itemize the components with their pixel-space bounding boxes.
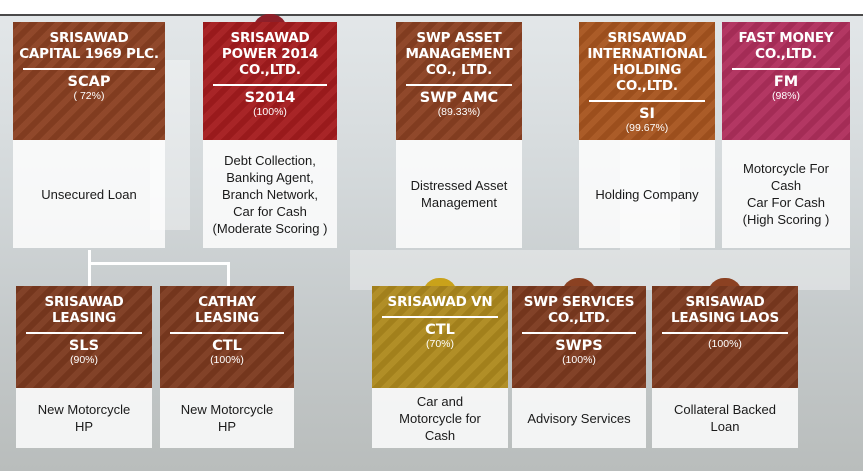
card-header: SRISAWAD POWER 2014 CO.,LTD. S2014 (100%…: [203, 22, 337, 140]
card-header: SWP SERVICES CO.,LTD. SWPS (100%): [512, 286, 646, 388]
company-abbr: FM: [773, 74, 799, 90]
divider: [406, 84, 512, 86]
business-description: Car and Motorcycle for Cash: [399, 393, 481, 443]
company-abbr: CTL: [212, 338, 242, 354]
ownership-percent: (100%): [562, 354, 596, 366]
ownership-percent: (98%): [771, 90, 800, 102]
company-abbr: SI: [639, 106, 655, 122]
connector-drop-sls: [88, 262, 91, 286]
ownership-percent: (90%): [69, 354, 98, 366]
company-name: SRISAWAD VN: [387, 294, 493, 310]
company-abbr: SWP AMC: [419, 90, 499, 106]
company-card-s2014[interactable]: SRISAWAD POWER 2014 CO.,LTD. S2014 (100%…: [203, 14, 337, 248]
card-header: FAST MONEY CO.,LTD. FM (98%): [722, 22, 850, 140]
ownership-percent: (70%): [425, 338, 454, 350]
business-description: Advisory Services: [527, 410, 631, 426]
ownership-percent: (89.33%): [437, 106, 481, 118]
business-description: New Motorcycle HP: [180, 402, 274, 434]
company-abbr: SWPS: [555, 338, 603, 354]
ownership-percent: ( 72%): [73, 90, 105, 102]
company-card-laos[interactable]: SRISAWAD LEASING LAOS (100%) Collateral …: [652, 278, 798, 448]
company-card-si[interactable]: SRISAWAD INTERNATIONAL HOLDING CO.,LTD. …: [579, 22, 715, 248]
card-header: SWP ASSET MANAGEMENT CO., LTD. SWP AMC (…: [396, 22, 522, 140]
company-name: SWP SERVICES CO.,LTD.: [523, 294, 635, 326]
card-header: SRISAWAD INTERNATIONAL HOLDING CO.,LTD. …: [579, 22, 715, 140]
company-name: CATHAY LEASING: [195, 294, 259, 326]
company-card-fm[interactable]: FAST MONEY CO.,LTD. FM (98%) Motorcycle …: [722, 22, 850, 248]
company-card-swps[interactable]: SWP SERVICES CO.,LTD. SWPS (100%) Adviso…: [512, 278, 646, 448]
divider: [26, 332, 142, 334]
business-description: Distressed Asset Management: [410, 178, 508, 210]
business-description: New Motorcycle HP: [37, 402, 131, 434]
divider: [382, 316, 498, 318]
company-name: SRISAWAD LEASING LAOS: [671, 294, 779, 326]
company-name: SRISAWAD LEASING: [44, 294, 124, 326]
ownership-percent: (99.67%): [625, 122, 669, 134]
company-abbr: CTL: [425, 322, 455, 338]
company-name: FAST MONEY CO.,LTD.: [738, 30, 834, 62]
card-header: SRISAWAD CAPITAL 1969 PLC. SCAP ( 72%): [13, 22, 165, 140]
company-card-swp-amc[interactable]: SWP ASSET MANAGEMENT CO., LTD. SWP AMC (…: [396, 22, 522, 248]
connector-vertical: [88, 250, 91, 272]
company-name: SRISAWAD POWER 2014 CO.,LTD.: [221, 30, 319, 78]
card-header: SRISAWAD VN CTL (70%): [372, 286, 508, 388]
business-description: Debt Collection, Banking Agent, Branch N…: [212, 152, 328, 236]
business-description: Motorcycle For Cash Car For Cash (High S…: [742, 161, 830, 227]
connector-horizontal: [88, 262, 230, 265]
company-name: SWP ASSET MANAGEMENT CO., LTD.: [405, 30, 513, 78]
connector-drop-ctl: [227, 262, 230, 286]
card-header: SRISAWAD LEASING SLS (90%): [16, 286, 152, 388]
divider: [522, 332, 636, 334]
company-card-srisawad-vn[interactable]: SRISAWAD VN CTL (70%) Car and Motorcycle…: [372, 278, 508, 448]
business-description: Unsecured Loan: [41, 186, 137, 202]
divider: [23, 68, 155, 70]
company-abbr: SLS: [68, 338, 100, 354]
divider: [170, 332, 284, 334]
divider: [662, 332, 788, 334]
business-description: Collateral Backed Loan: [674, 402, 776, 434]
divider: [589, 100, 705, 102]
card-header: SRISAWAD LEASING LAOS (100%): [652, 286, 798, 388]
ownership-percent: (100%): [708, 338, 742, 350]
company-card-ctl[interactable]: CATHAY LEASING CTL (100%) New Motorcycle…: [160, 286, 294, 448]
ownership-percent: (100%): [253, 106, 287, 118]
company-card-scap[interactable]: SRISAWAD CAPITAL 1969 PLC. SCAP ( 72%) U…: [13, 22, 165, 248]
company-card-sls[interactable]: SRISAWAD LEASING SLS (90%) New Motorcycl…: [16, 286, 152, 448]
company-abbr: S2014: [244, 90, 296, 106]
card-header: CATHAY LEASING CTL (100%): [160, 286, 294, 388]
company-name: SRISAWAD INTERNATIONAL HOLDING CO.,LTD.: [587, 30, 707, 94]
company-name: SRISAWAD CAPITAL 1969 PLC.: [19, 30, 159, 62]
top-strip: [0, 0, 863, 16]
business-description: Holding Company: [595, 186, 699, 202]
company-abbr: SCAP: [67, 74, 111, 90]
divider: [213, 84, 327, 86]
divider: [732, 68, 840, 70]
ownership-percent: (100%): [210, 354, 244, 366]
